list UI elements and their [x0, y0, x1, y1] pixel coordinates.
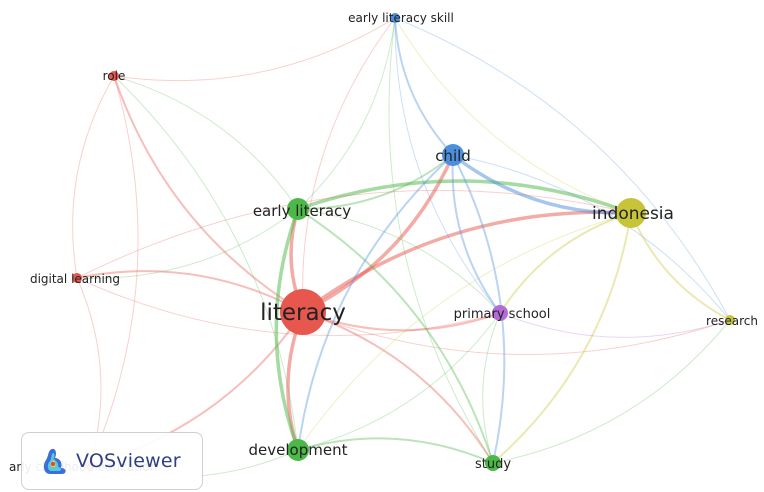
node-development[interactable]	[287, 439, 309, 461]
link-early-literacy-indonesia	[296, 179, 633, 215]
link-child-primary-school	[451, 154, 501, 314]
node-label-digital-learning[interactable]: digital learning	[30, 272, 120, 286]
node-label-primary-school[interactable]: primary school	[454, 307, 551, 322]
link-development-primary-school	[297, 312, 501, 451]
link-indonesia-development	[297, 212, 632, 451]
link-child-early-literacy-skill	[394, 17, 454, 156]
node-label-study[interactable]: study	[475, 457, 511, 472]
link-child-research	[452, 154, 731, 321]
vosviewer-brand-text: VOSviewer	[76, 450, 181, 472]
vosviewer-logo-icon	[43, 448, 66, 474]
link-literacy-research	[302, 311, 731, 355]
node-early-literacy-skill[interactable]	[390, 13, 400, 23]
link-child-indonesia	[451, 153, 633, 215]
node-literacy[interactable]	[280, 289, 326, 335]
node-study[interactable]	[485, 455, 501, 471]
node-label-literacy[interactable]: literacy	[260, 300, 346, 326]
node-research[interactable]	[725, 315, 735, 325]
link-literacy-primary-school	[302, 311, 501, 332]
link-indonesia-primary-school	[499, 212, 632, 314]
link-layer	[72, 17, 731, 478]
node-label-early-literacy-skill[interactable]: early literacy skill	[348, 11, 454, 25]
link-early-literacy-role	[113, 75, 299, 210]
node-primary-school[interactable]	[492, 305, 508, 321]
node-digital-learning[interactable]	[72, 273, 82, 283]
link-role-early-childhood	[89, 75, 139, 466]
link-early-literacy-primary-school	[297, 208, 501, 314]
node-label-role[interactable]: role	[103, 69, 126, 83]
link-primary-school-research	[499, 312, 731, 338]
link-digital-learning-primary-school	[76, 277, 501, 337]
link-early-literacy-skill-primary-school	[394, 17, 501, 314]
link-indonesia-research	[630, 212, 731, 321]
link-literacy-indonesia	[301, 210, 633, 314]
node-label-development[interactable]: development	[249, 441, 348, 459]
link-digital-learning-indonesia	[76, 189, 632, 279]
link-literacy-role	[113, 75, 304, 313]
link-role-digital-learning	[72, 75, 115, 279]
link-study-research	[492, 319, 731, 464]
link-early-literacy-skill-research	[394, 17, 731, 321]
link-early-literacy-early-literacy-skill	[297, 17, 396, 210]
link-literacy-early-literacy-skill	[302, 17, 396, 313]
link-development-role	[113, 75, 299, 451]
link-indonesia-study	[492, 212, 632, 464]
link-study-early-literacy-skill	[388, 17, 494, 464]
link-study-primary-school	[482, 312, 501, 464]
node-layer	[72, 13, 735, 471]
link-development-study	[297, 437, 494, 464]
link-child-development	[297, 154, 454, 451]
node-early-literacy[interactable]	[287, 198, 309, 220]
node-role[interactable]	[109, 71, 119, 81]
link-literacy-child	[301, 153, 455, 314]
link-early-literacy-development	[274, 207, 300, 452]
node-label-early-literacy[interactable]: early literacy	[253, 202, 351, 220]
node-label-child[interactable]: child	[435, 147, 471, 165]
node-label-research[interactable]: research	[706, 314, 758, 328]
node-indonesia[interactable]	[616, 198, 646, 228]
link-indonesia-early-literacy-skill	[394, 17, 632, 214]
node-child[interactable]	[442, 144, 464, 166]
link-early-literacy-child	[297, 154, 454, 211]
node-label-indonesia[interactable]: indonesia	[592, 204, 674, 224]
vosviewer-badge[interactable]: VOSviewer	[21, 432, 203, 490]
link-literacy-study	[302, 311, 494, 464]
link-early-literacy-digital-learning	[76, 208, 299, 279]
link-early-literacy-study	[297, 208, 494, 464]
link-role-early-literacy-skill	[113, 17, 396, 82]
